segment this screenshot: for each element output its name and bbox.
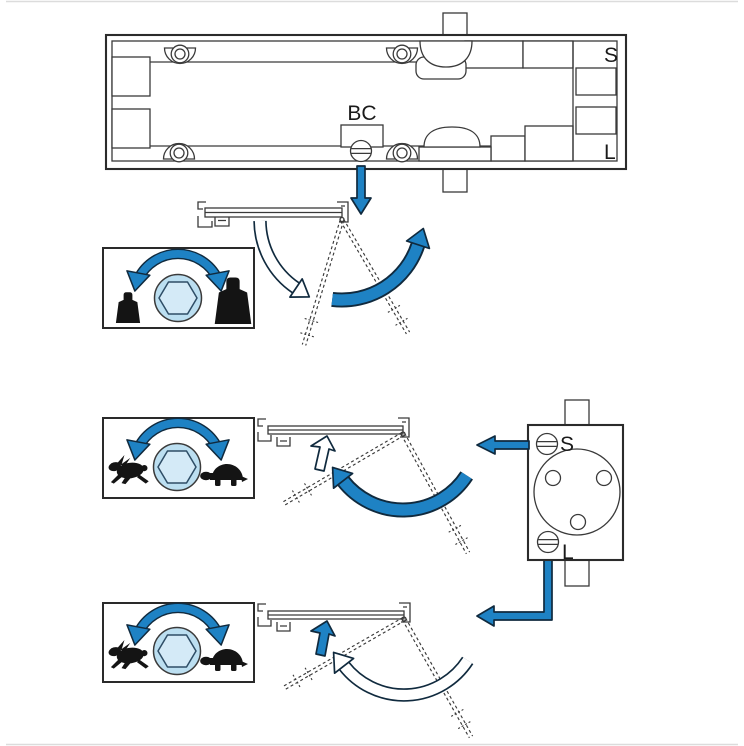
backcheck-valve-screw	[349, 139, 373, 163]
spring-seat-base	[418, 146, 492, 162]
l-valve-screw	[536, 530, 560, 554]
end-view-l-label: L	[562, 541, 574, 564]
door-open-position-dashed-left	[281, 431, 405, 507]
hex-socket-icon	[152, 626, 202, 676]
door-open-position-dashed-left	[282, 616, 406, 691]
valve-housing-bottom-right	[524, 125, 574, 162]
hex-socket-icon	[152, 442, 202, 492]
closing-sweep-arc-arrow-icon	[331, 466, 473, 518]
cam-hole	[595, 469, 613, 487]
valve-housing-top-right	[522, 40, 574, 69]
backcheck-swing-diagram	[197, 201, 431, 346]
pinion-dome-top	[419, 40, 473, 68]
door-closing-direction-arrow-icon	[310, 435, 336, 472]
latch-direction-arrow-icon	[310, 620, 336, 657]
backcheck-arc-arrow-icon	[331, 227, 431, 308]
door-open-position-dashed-right	[401, 617, 474, 739]
spring-dome-bottom	[423, 126, 481, 148]
end-cap-lower	[575, 106, 617, 135]
door-open-position-dashed-left	[300, 219, 345, 346]
latch-speed-legend	[102, 602, 255, 683]
door-closed-position	[257, 417, 410, 447]
end-view-s-label: S	[560, 433, 574, 456]
door-open-position-dashed-right	[400, 432, 471, 555]
closer-body-top-view: BC S L	[104, 12, 628, 215]
hex-socket-icon	[153, 273, 203, 323]
piston-block-lower	[111, 108, 151, 149]
door-open-position-dashed-right	[339, 218, 411, 335]
closing-speed-swing-diagram	[257, 417, 473, 555]
door-opening-arc-arrow-icon	[253, 220, 311, 298]
cam-hole	[569, 513, 587, 531]
closer-body-end-view: S L	[476, 399, 625, 627]
top-view-s-label: S	[604, 44, 618, 67]
top-view-l-label: L	[604, 141, 616, 164]
bc-pointer-arrow-icon	[350, 165, 372, 215]
force-adjustment-legend	[102, 247, 255, 329]
s-pointer-arrow-icon	[476, 435, 530, 455]
latch-sweep-arc-arrow-icon	[332, 651, 474, 702]
door-closed-position	[197, 201, 349, 228]
mounting-tab-top	[442, 12, 468, 38]
end-cap-upper	[575, 67, 617, 96]
mounting-tab-bottom	[442, 166, 468, 193]
mounting-tab-top	[564, 399, 590, 426]
valve-housing-top-left	[464, 40, 524, 69]
latch-speed-swing-diagram	[257, 602, 474, 739]
piston-block-upper	[111, 56, 151, 97]
backcheck-label: BC	[347, 102, 376, 125]
s-valve-screw	[535, 432, 559, 456]
l-pointer-arrow-icon	[476, 555, 553, 627]
spring-cam-plate	[533, 448, 621, 536]
valve-housing-bottom-left	[490, 135, 526, 162]
closing-speed-legend	[102, 417, 255, 499]
cam-hole	[544, 469, 562, 487]
